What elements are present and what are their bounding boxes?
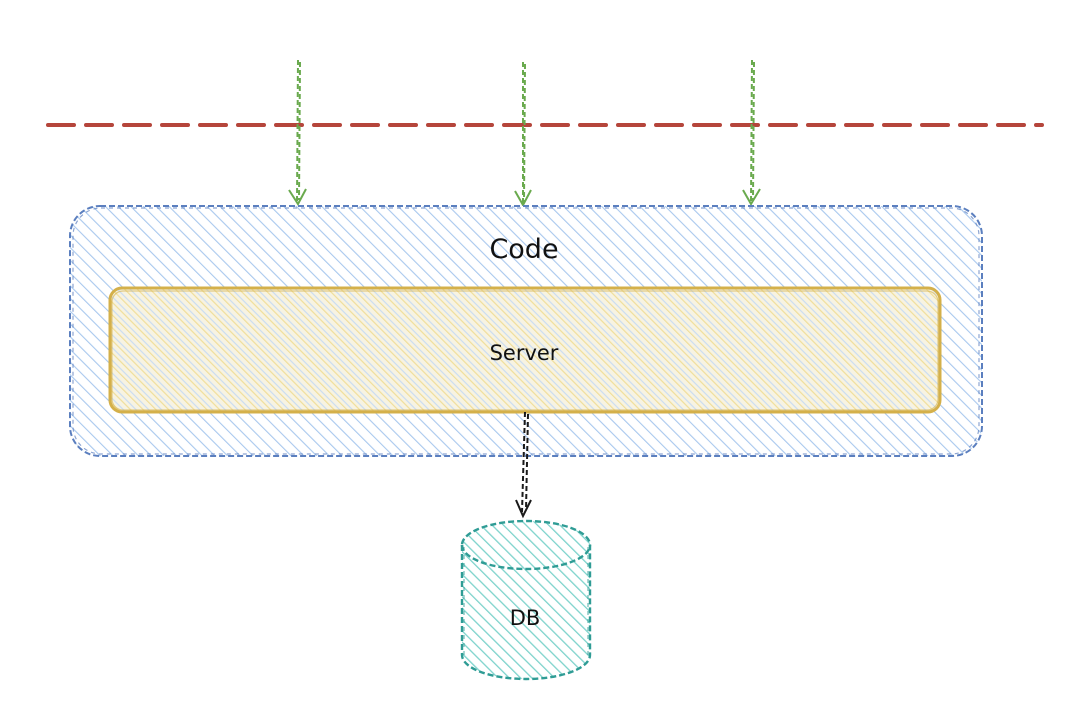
incoming-arrow-2 <box>514 62 532 208</box>
incoming-arrow-3 <box>742 59 761 206</box>
database-cylinder: DB <box>460 519 592 681</box>
server-box: Server <box>108 286 942 414</box>
code-box-label: Code <box>489 234 558 265</box>
incoming-arrow-1 <box>288 59 307 206</box>
database-label: DB <box>510 606 541 630</box>
server-box-label: Server <box>490 341 559 365</box>
server-to-db-arrow <box>515 411 532 519</box>
